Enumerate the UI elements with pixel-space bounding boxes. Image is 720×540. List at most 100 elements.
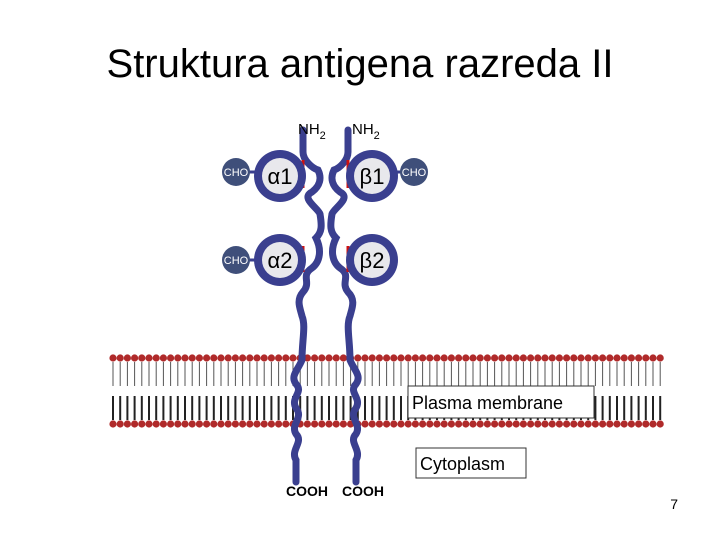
beta-n-terminus: NH2 xyxy=(352,121,380,142)
slide-number: 7 xyxy=(670,496,678,512)
lipid-head xyxy=(656,354,664,362)
lipid-head xyxy=(188,420,196,428)
lipid-head xyxy=(311,354,319,362)
lipid-head xyxy=(123,420,131,428)
lipid-head xyxy=(527,420,535,428)
lipid-head xyxy=(505,420,513,428)
lipid-head xyxy=(224,420,232,428)
lipid-heads-upper xyxy=(109,354,664,362)
alpha2-domain: α2 xyxy=(254,234,306,286)
lipid-head xyxy=(145,354,153,362)
beta2-label: β2 xyxy=(360,248,385,273)
lipid-head xyxy=(289,354,297,362)
lipid-head xyxy=(325,354,333,362)
lipid-head xyxy=(656,420,664,428)
lipid-head xyxy=(224,354,232,362)
alpha-nh-text: NH xyxy=(298,121,320,138)
lipid-head xyxy=(548,420,556,428)
alpha-n-terminus: NH2 xyxy=(298,121,326,142)
lipid-head xyxy=(649,354,657,362)
lipid-head xyxy=(203,420,211,428)
lipid-head xyxy=(498,420,506,428)
alpha1-domain: α1 xyxy=(254,150,306,202)
lipid-head xyxy=(325,420,333,428)
alpha1-label: α1 xyxy=(268,164,293,189)
lipid-head xyxy=(440,354,448,362)
lipid-head xyxy=(613,354,621,362)
slide-title: Struktura antigena razreda II xyxy=(106,42,614,86)
lipid-head xyxy=(239,420,247,428)
lipid-head xyxy=(534,420,542,428)
lipid-head xyxy=(152,420,160,428)
cytoplasm-label-box: Cytoplasm xyxy=(415,447,527,479)
lipid-head xyxy=(584,420,592,428)
lipid-head xyxy=(541,354,549,362)
lipid-head xyxy=(174,354,182,362)
lipid-head xyxy=(627,420,636,428)
beta-nh-sub: 2 xyxy=(374,130,380,142)
lipid-head xyxy=(527,354,535,362)
lipid-head xyxy=(195,354,203,362)
lipid-head xyxy=(390,420,398,428)
lipid-head xyxy=(116,354,124,362)
cho-alpha1-label: CHO xyxy=(224,167,249,179)
lipid-head xyxy=(231,420,239,428)
lipid-head xyxy=(109,354,117,362)
lipid-head xyxy=(548,354,556,362)
lipid-head xyxy=(195,420,203,428)
lipid-head xyxy=(397,420,405,428)
lipid-head xyxy=(570,420,578,428)
beta-chain-backbone xyxy=(327,126,362,486)
lipid-head xyxy=(260,354,268,362)
lipid-head xyxy=(339,354,347,362)
lipid-head xyxy=(649,420,657,428)
lipid-head xyxy=(167,354,175,362)
lipid-head xyxy=(491,420,499,428)
lipid-head xyxy=(138,354,146,362)
lipid-head xyxy=(368,354,376,362)
lipid-head xyxy=(642,420,650,428)
lipid-head xyxy=(426,420,434,428)
lipid-head xyxy=(577,420,585,428)
lipid-head xyxy=(563,354,571,362)
lipid-head xyxy=(599,420,607,428)
lipid-head xyxy=(635,420,643,428)
lipid-head xyxy=(584,354,592,362)
lipid-head xyxy=(174,420,182,428)
cho-beta1: CHO xyxy=(396,158,428,186)
lipid-head xyxy=(361,420,369,428)
lipid-head xyxy=(390,354,398,362)
lipid-head xyxy=(469,420,477,428)
alpha-c-terminus: COOH xyxy=(286,483,328,499)
lipid-head xyxy=(383,354,391,362)
lipid-head xyxy=(455,420,463,428)
lipid-head xyxy=(217,420,225,428)
lipid-head xyxy=(383,420,391,428)
lipid-head xyxy=(419,420,427,428)
cho-alpha2-label: CHO xyxy=(224,255,249,267)
lipid-head xyxy=(131,354,139,362)
lipid-head xyxy=(361,354,369,362)
cho-alpha2: CHO xyxy=(222,246,256,274)
lipid-head xyxy=(131,420,139,428)
lipid-head xyxy=(339,420,347,428)
lipid-head xyxy=(354,354,362,362)
lipid-head xyxy=(375,354,383,362)
lipid-head xyxy=(411,420,419,428)
lipid-head xyxy=(318,354,326,362)
lipid-head xyxy=(332,354,340,362)
alpha-chain-backbone xyxy=(290,126,325,486)
lipid-head xyxy=(167,420,175,428)
lipid-head xyxy=(181,354,189,362)
lipid-head xyxy=(483,354,491,362)
lipid-head xyxy=(462,420,470,428)
lipid-head xyxy=(419,354,427,362)
alpha2-label: α2 xyxy=(268,248,293,273)
lipid-head xyxy=(505,354,513,362)
lipid-head xyxy=(519,354,528,362)
cho-alpha1: CHO xyxy=(222,158,256,186)
lipid-head xyxy=(253,354,261,362)
lipid-head xyxy=(591,420,600,428)
lipid-head xyxy=(563,420,571,428)
